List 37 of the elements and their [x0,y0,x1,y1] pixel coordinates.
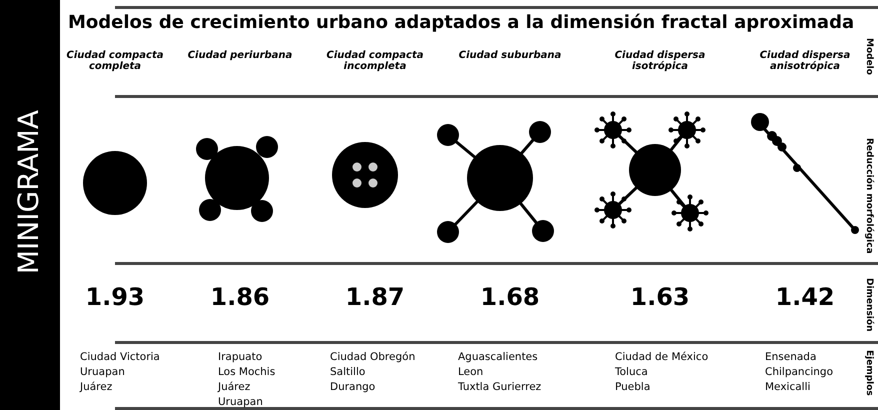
dimension-value: 1.87 [344,283,406,311]
row-label: Modelo [864,38,874,75]
city-name: Ensenada [765,351,816,363]
city-name: Ciudad Obregón [330,351,416,363]
row-label: Dimensión [864,278,874,332]
side-title: MINIGRAMA [12,110,45,274]
dimension-value: 1.42 [774,283,836,311]
column-heading: Ciudad compacta completa [65,50,164,72]
city-name: Aguascalientes [458,351,538,363]
dimension-value: 1.86 [209,283,271,311]
column-heading: Ciudad suburbana [458,50,562,61]
city-name: Uruapan [80,366,125,378]
title: Modelos de crecimiento urbano adaptados a la dimensión fractal aproximada [68,12,854,33]
city-name: Ciudad de México [615,351,708,363]
city-name: Chilpancingo [765,366,834,378]
city-name: Irapuato [218,351,262,363]
column-heading: Ciudad dispersa anisotrópica [758,50,852,72]
city-name: Tuxtla Gurierrez [458,381,542,393]
city-name: Mexicalli [765,381,810,393]
column-heading: Ciudad dispersa isotrópica [614,50,706,72]
city-name: Durango [330,381,376,393]
city-name: Saltillo [330,366,366,378]
city-name: Leon [458,366,484,378]
dimension-value: 1.68 [479,283,541,311]
city-name: Los Mochis [218,366,276,378]
dimension-value: 1.63 [629,283,691,311]
city-name: Toluca [615,366,648,378]
city-name: Juárez [218,381,250,393]
dimension-value: 1.93 [84,283,146,311]
city-name: Puebla [615,381,650,393]
city-name: Juárez [80,381,112,393]
city-name: Ciudad Victoria [80,351,160,363]
row-label: Reducción morfológica [864,138,874,254]
row-label: Ejemplos [864,350,874,396]
city-name: Uruapan [218,396,263,408]
column-heading: Ciudad compacta incompleta [325,50,424,72]
column-heading: Ciudad periurbana [186,50,294,61]
